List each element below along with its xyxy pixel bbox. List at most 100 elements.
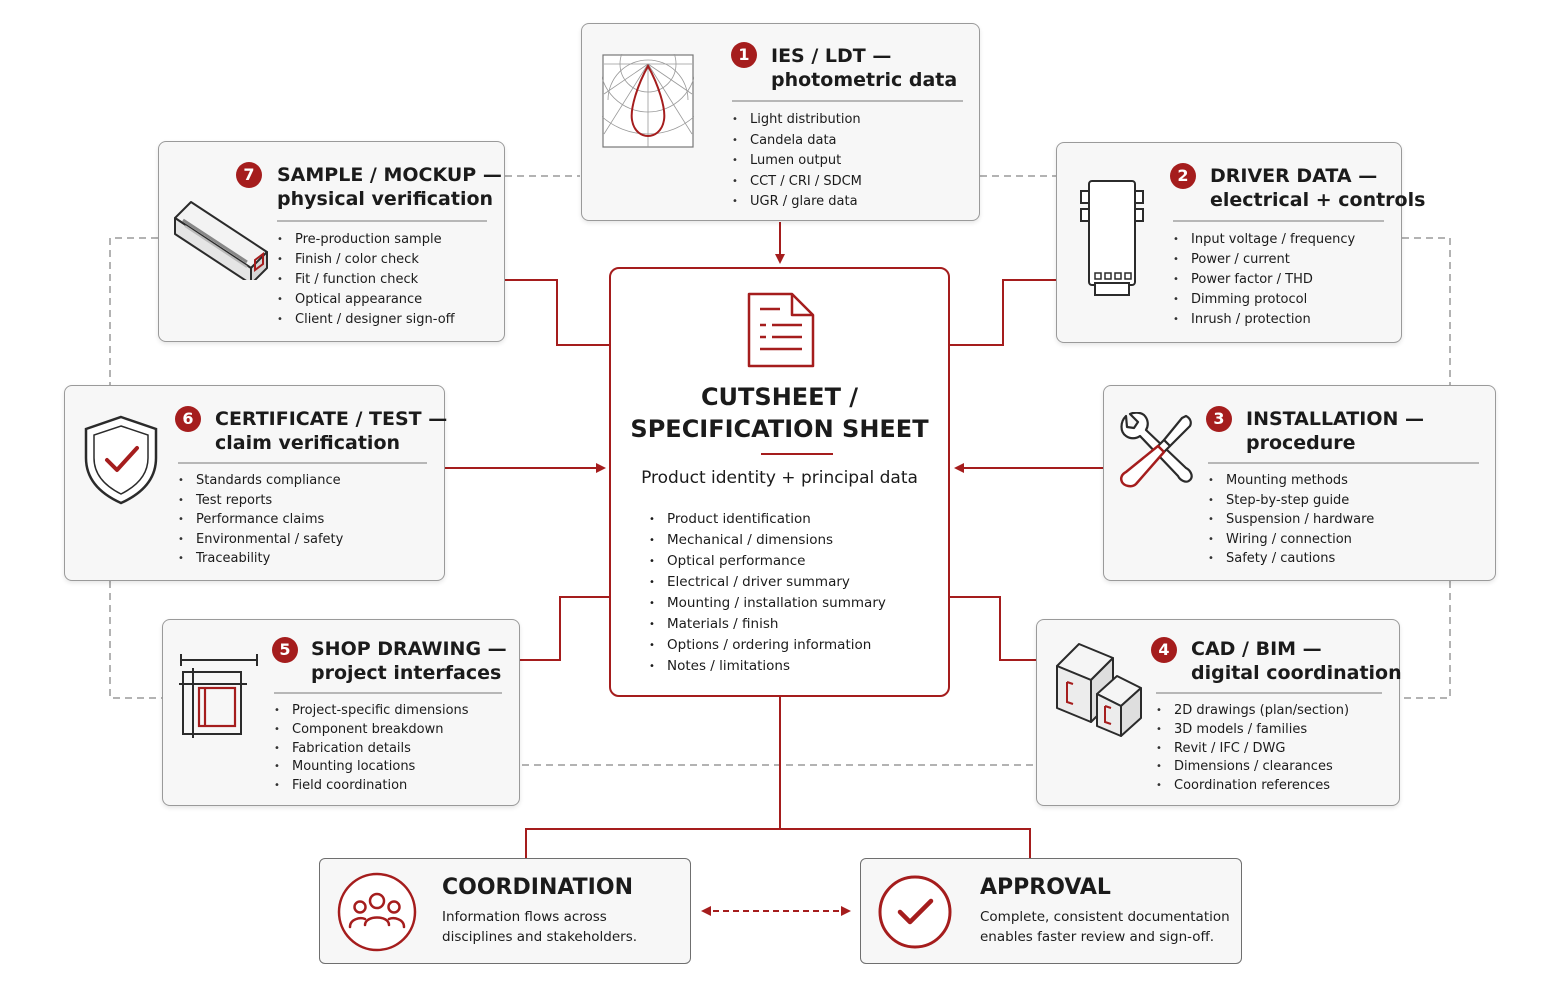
list-item: Dimensions / clearances [1156,758,1349,777]
cubes-icon [1056,643,1142,737]
list-item: Materials / finish [649,614,886,635]
people-group-icon [337,872,417,952]
document-icon [747,292,815,368]
cutsheet-center-card[interactable]: CUTSHEET /SPECIFICATION SHEET Product id… [609,267,950,697]
list-item: Project-specific dimensions [274,702,469,721]
card-title: CERTIFICATE / TEST —claim verification [215,408,448,454]
list-item: UGR / glare data [732,192,862,213]
list-item: Standards compliance [178,471,343,491]
list-item: Traceability [178,549,343,569]
list-item: Coordination references [1156,777,1349,796]
divider [732,100,963,102]
driver-data-card[interactable]: 2 DRIVER DATA —electrical + controls Inp… [1056,142,1425,343]
step-number-badge: 3 [1206,406,1232,432]
list-item: Mounting locations [274,758,469,777]
card-title: CAD / BIM —digital coordination [1191,638,1402,684]
certificate-item-list: Standards compliance Test reports Perfor… [178,471,343,569]
list-item: 2D drawings (plan/section) [1156,702,1349,721]
list-item: Product identification [649,509,886,530]
step-number-badge: 6 [175,406,201,432]
list-item: Client / designer sign-off [277,310,455,330]
center-divider [761,453,833,455]
card-title: IES / LDT —photometric data [771,45,958,91]
polar-diagram-icon [602,54,694,148]
list-item: Inrush / protection [1173,310,1355,330]
center-subtitle: Product identity + principal data [641,468,918,488]
divider [178,462,427,464]
list-item: Mounting methods [1208,471,1374,491]
list-item: Dimming protocol [1173,290,1355,310]
approval-title: APPROVAL [980,875,1111,900]
list-item: Revit / IFC / DWG [1156,740,1349,759]
list-item: Mounting / installation summary [649,593,886,614]
sample-mockup-card[interactable]: 7 SAMPLE / MOCKUP —physical verification… [158,141,505,342]
list-item: Power / current [1173,250,1355,270]
center-title: CUTSHEET /SPECIFICATION SHEET [630,383,929,443]
list-item: Step-by-step guide [1208,491,1374,511]
cad-bim-card[interactable]: 4 CAD / BIM —digital coordination 2D dra… [1036,619,1402,806]
step-number-badge: 4 [1151,637,1177,663]
list-item: Input voltage / frequency [1173,230,1355,250]
divider [277,220,487,222]
card-title: DRIVER DATA —electrical + controls [1210,165,1426,211]
ies-ldt-card[interactable]: 1 IES / LDT —photometric data Light dist… [581,23,980,221]
cad-item-list: 2D drawings (plan/section) 3D models / f… [1156,702,1349,796]
list-item: 3D models / families [1156,721,1349,740]
card-title: SAMPLE / MOCKUP —physical verification [277,164,502,210]
driver-item-list: Input voltage / frequency Power / curren… [1173,230,1355,330]
list-item: Notes / limitations [649,656,886,677]
driver-module-icon [1080,180,1144,296]
shield-check-icon [84,415,158,505]
list-item: Performance claims [178,510,343,530]
approval-card[interactable]: APPROVAL Complete, consistent documentat… [860,858,1242,964]
card-title: INSTALLATION —procedure [1246,408,1424,454]
tools-icon [1119,412,1193,488]
card-title: SHOP DRAWING —project interfaces [311,638,507,684]
list-item: Optical performance [649,551,886,572]
shop-item-list: Project-specific dimensions Component br… [274,702,469,796]
list-item: Pre-production sample [277,230,455,250]
list-item: Fit / function check [277,270,455,290]
list-item: Component breakdown [274,721,469,740]
step-number-badge: 1 [731,42,757,68]
sample-item-list: Pre-production sample Finish / color che… [277,230,455,330]
list-item: Electrical / driver summary [649,572,886,593]
list-item: Options / ordering information [649,635,886,656]
center-item-list: Product identification Mechanical / dime… [649,509,886,677]
list-item: Test reports [178,491,343,511]
ies-item-list: Light distribution Candela data Lumen ou… [732,110,862,213]
checkmark-circle-icon [878,875,952,949]
list-item: Field coordination [274,777,469,796]
list-item: Candela data [732,131,862,152]
list-item: Lumen output [732,151,862,172]
list-item: Suspension / hardware [1208,510,1374,530]
list-item: Finish / color check [277,250,455,270]
shop-drawing-icon [179,654,258,738]
certificate-test-card[interactable]: 6 CERTIFICATE / TEST —claim verification… [64,385,448,581]
luminaire-sample-icon [174,201,268,280]
list-item: Light distribution [732,110,862,131]
list-item: Mechanical / dimensions [649,530,886,551]
divider [1156,692,1382,694]
installation-card[interactable]: 3 INSTALLATION —procedure Mounting metho… [1103,385,1496,581]
list-item: Environmental / safety [178,530,343,550]
list-item: Wiring / connection [1208,530,1374,550]
divider [274,692,502,694]
divider [1173,220,1384,222]
list-item: Fabrication details [274,740,469,759]
step-number-badge: 2 [1170,163,1196,189]
divider [1208,462,1479,464]
list-item: Safety / cautions [1208,549,1374,569]
step-number-badge: 7 [236,162,262,188]
list-item: CCT / CRI / SDCM [732,172,862,193]
step-number-badge: 5 [272,637,298,663]
coordination-title: COORDINATION [442,875,633,900]
shop-drawing-card[interactable]: 5 SHOP DRAWING —project interfaces Proje… [162,619,520,806]
installation-item-list: Mounting methods Step-by-step guide Susp… [1208,471,1374,569]
list-item: Power factor / THD [1173,270,1355,290]
list-item: Optical appearance [277,290,455,310]
